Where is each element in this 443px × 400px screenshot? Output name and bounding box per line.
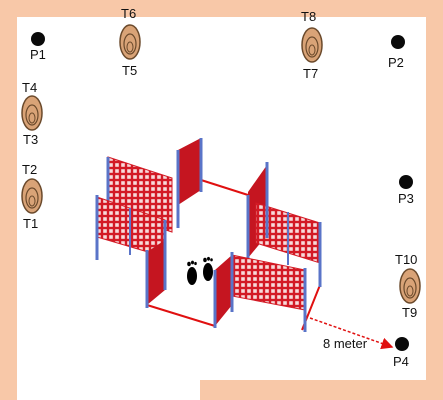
tree-icon	[118, 23, 142, 61]
point-marker-p1	[31, 32, 45, 46]
screen-right	[246, 162, 322, 287]
wall-corner-br	[426, 352, 443, 400]
wall-top	[0, 0, 443, 17]
screen-front-left	[95, 195, 167, 308]
point-marker-p2	[391, 35, 405, 49]
tree-label-bottom: T7	[303, 66, 319, 81]
tree-label-top: T10	[395, 252, 418, 267]
screen-side-panel	[178, 138, 201, 205]
tree-icon	[20, 94, 44, 132]
tree-label-bottom: T1	[23, 216, 39, 231]
point-label-p4: P4	[393, 354, 409, 369]
point-marker-p4	[395, 337, 409, 351]
tree-label-bottom: T3	[23, 132, 39, 147]
point-label-p1: P1	[30, 47, 46, 62]
distance-label: 8 meter	[323, 336, 368, 351]
tree-icon	[20, 177, 44, 215]
tree-label-bottom: T9	[402, 305, 418, 320]
tree-label-top: T6	[121, 6, 137, 21]
tree-label-top: T8	[301, 9, 317, 24]
floor-line-bottom	[146, 304, 216, 327]
wall-bottom-right	[200, 380, 443, 400]
screen-front-bottom	[213, 252, 307, 332]
tree-label-top: T2	[22, 162, 38, 177]
screen-side-panel	[147, 240, 165, 305]
point-marker-p3	[399, 175, 413, 189]
floor-line-top	[200, 179, 249, 196]
point-label-p3: P3	[398, 191, 414, 206]
screen-side-panel	[215, 255, 232, 326]
wall-right	[426, 0, 443, 352]
footprints-icon	[184, 256, 218, 292]
tree-icon	[398, 267, 422, 305]
tree-icon	[300, 26, 324, 64]
tree-label-top: T4	[22, 80, 38, 95]
tree-label-bottom: T5	[122, 63, 138, 78]
screen-mesh	[231, 254, 306, 311]
wall-left	[0, 0, 17, 400]
point-label-p2: P2	[388, 55, 404, 70]
distance-arrow	[309, 317, 394, 350]
